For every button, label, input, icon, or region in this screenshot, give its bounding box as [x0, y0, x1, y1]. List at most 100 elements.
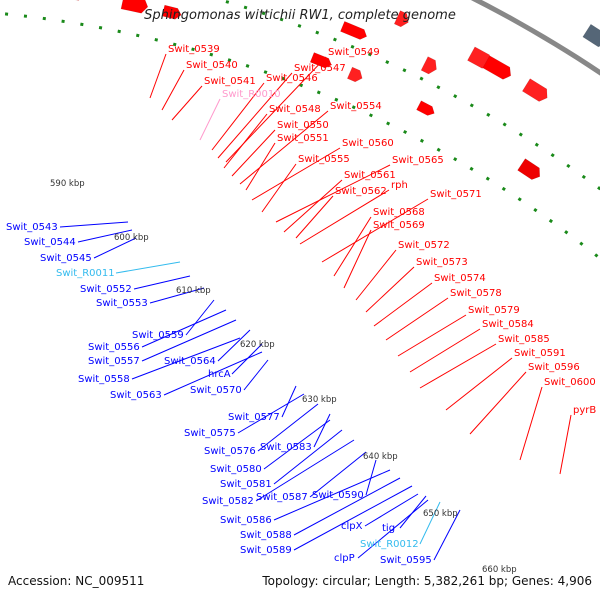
gene-feature	[120, 0, 149, 14]
label-leader	[223, 113, 268, 169]
gene-label-reverse: Swit_0543	[6, 222, 58, 233]
label-leader	[77, 229, 133, 243]
label-leader	[309, 451, 367, 498]
gene-feature	[420, 56, 437, 75]
gene-label-reverse: Swit_0545	[40, 253, 92, 264]
gene-label-forward: Swit_0561	[344, 170, 396, 181]
label-leader	[263, 419, 331, 470]
label-leader	[433, 509, 461, 561]
gene-feature	[522, 78, 548, 102]
gene-label-forward: Swit_0546	[266, 73, 318, 84]
label-leader	[281, 385, 297, 418]
gene-label-forward: Swit_0600	[544, 377, 596, 388]
label-leader	[397, 314, 467, 357]
gene-label-forward: Swit_0547	[294, 63, 346, 74]
label-leader	[409, 328, 481, 373]
tick-label: 640 kbp	[363, 452, 398, 462]
guide-ring	[0, 11, 600, 261]
label-leader	[343, 229, 372, 289]
gene-label-reverse: Swit_0589	[240, 545, 292, 556]
gene-label-reverse: Swit_0558	[78, 374, 130, 385]
gene-label-reverse: Swit_0576	[204, 446, 256, 457]
tick-label: 600 kbp	[114, 233, 149, 243]
gene-label-reverse: hrcA	[208, 369, 231, 380]
label-leader	[217, 72, 293, 159]
gene-label-reverse: Swit_0570	[190, 385, 242, 396]
label-leader	[373, 282, 433, 327]
label-leader	[313, 413, 331, 448]
gene-label-forward: Swit_0579	[468, 305, 520, 316]
label-leader	[93, 237, 137, 259]
gene-label-reverse: Swit_0575	[184, 428, 236, 439]
gene-label-reverse: Swit_R0011	[56, 268, 115, 279]
gene-label-forward: Swit_0550	[277, 120, 329, 131]
label-leader	[211, 82, 265, 151]
gene-label-reverse: Swit_0595	[380, 555, 432, 566]
gene-feature	[346, 66, 363, 83]
label-leader	[559, 414, 572, 475]
map-title: Sphingomonas wittichii RW1, complete gen…	[144, 8, 456, 23]
gene-label-forward: Swit_0573	[416, 257, 468, 268]
label-leader	[131, 337, 241, 380]
gene-label-forward: Swit_0541	[204, 76, 256, 87]
label-leader	[321, 198, 429, 263]
gene-label-reverse: tig	[382, 523, 395, 534]
gene-label-forward: Swit_0565	[392, 155, 444, 166]
label-leader	[419, 343, 497, 389]
gene-feature	[482, 55, 512, 80]
gene-label-forward: pyrB	[573, 405, 596, 416]
gene-feature	[582, 23, 600, 48]
gene-label-forward: Swit_0555	[298, 154, 350, 165]
tick-label: 610 kbp	[176, 286, 211, 296]
gene-label-reverse: Swit_0581	[220, 479, 272, 490]
label-leader	[255, 439, 355, 502]
label-leader	[275, 164, 391, 223]
label-leader	[283, 179, 343, 233]
gene-label-forward: rph	[391, 180, 408, 191]
gene-label-forward: Swit_0596	[528, 362, 580, 373]
gene-label-forward: Swit_0571	[430, 189, 482, 200]
guide-ring	[215, 0, 600, 191]
gene-feature	[416, 100, 435, 116]
gene-label-reverse: Swit_0586	[220, 515, 272, 526]
label-leader	[217, 329, 251, 362]
gene-label-reverse: Swit_0544	[24, 237, 76, 248]
gene-label-reverse: Swit_0588	[240, 530, 292, 541]
gene-label-reverse: Swit_0564	[164, 356, 216, 367]
gene-label-reverse: Swit_0552	[80, 284, 132, 295]
gene-label-forward: Swit_0539	[168, 44, 220, 55]
gene-feature	[393, 10, 409, 28]
gene-label-reverse: clpX	[341, 521, 363, 532]
tick-label: 630 kbp	[302, 395, 337, 405]
gene-label-reverse: Swit_0580	[210, 464, 262, 475]
gene-label-forward: Swit_0568	[373, 207, 425, 218]
label-leader	[257, 403, 319, 452]
gene-label-forward: Swit_0569	[373, 220, 425, 231]
gene-label-forward: Swit_0554	[330, 101, 382, 112]
tick-label: 650 kbp	[423, 509, 458, 519]
label-leader	[115, 261, 181, 274]
topology-text: Topology: circular; Length: 5,382,261 bp…	[262, 574, 592, 588]
tick-label: 620 kbp	[240, 340, 275, 350]
gene-label-forward: Swit_0540	[186, 60, 238, 71]
gene-label-reverse: Swit_0582	[202, 496, 254, 507]
tick-label: 590 kbp	[50, 179, 85, 189]
label-leader	[231, 129, 276, 177]
label-leader	[419, 501, 441, 545]
gene-label-forward: Swit_0551	[277, 133, 329, 144]
label-leader	[149, 53, 167, 99]
label-leader	[273, 429, 343, 485]
gene-feature	[161, 4, 182, 20]
gene-label-reverse: clpP	[334, 553, 355, 564]
label-leader	[357, 499, 429, 559]
gene-feature	[340, 21, 368, 40]
label-leader	[171, 85, 203, 121]
label-leader	[185, 299, 215, 336]
label-leader	[385, 297, 449, 341]
gene-label-forward: Swit_0584	[482, 319, 534, 330]
gene-feature	[59, 0, 85, 1]
label-leader	[469, 371, 527, 435]
gene-label-forward: Swit_0562	[335, 186, 387, 197]
